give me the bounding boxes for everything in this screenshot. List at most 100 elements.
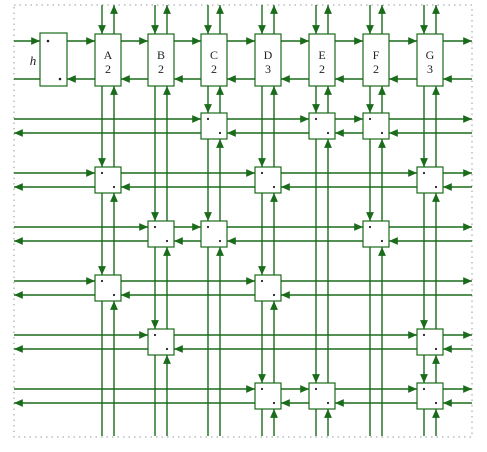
- h-label: h: [30, 53, 37, 68]
- junction-dot: [100, 279, 104, 283]
- column-box-d: D3: [254, 33, 282, 87]
- column-box-frame: [147, 33, 175, 87]
- junction-dot: [153, 333, 157, 337]
- junction-dot: [272, 401, 276, 405]
- junction-box: [416, 328, 444, 356]
- junction-box: [254, 166, 282, 194]
- dotted-frame: [13, 4, 473, 438]
- junction-box: [308, 382, 336, 410]
- junction-dot: [165, 239, 169, 243]
- column-letter: D: [264, 48, 273, 62]
- h-box: h: [30, 32, 68, 87]
- junction-dot: [218, 131, 222, 135]
- column-box-frame: [200, 33, 228, 87]
- junction-box: [200, 220, 228, 248]
- junction-dot: [422, 387, 426, 391]
- column-value: 3: [265, 62, 271, 76]
- junction-frame: [416, 166, 444, 194]
- column-box-f: F2: [362, 33, 390, 87]
- junction-dot: [380, 239, 384, 243]
- junction-box: [308, 112, 336, 140]
- junction-dot: [326, 401, 330, 405]
- column-value: 3: [427, 62, 433, 76]
- column-letter: B: [157, 48, 165, 62]
- junction-dot: [100, 171, 104, 175]
- junction-frame: [416, 328, 444, 356]
- junction-frame: [147, 220, 175, 248]
- junction-frame: [308, 112, 336, 140]
- junction-frame: [254, 274, 282, 302]
- junction-frame: [416, 382, 444, 410]
- junction-dot: [260, 387, 264, 391]
- junction-dot: [206, 117, 210, 121]
- junction-frame: [94, 166, 122, 194]
- column-box-frame: [308, 33, 336, 87]
- junction-dot: [422, 171, 426, 175]
- junction-box: [254, 274, 282, 302]
- junction-box: [147, 220, 175, 248]
- junction-dot: [314, 117, 318, 121]
- junction-box: [362, 112, 390, 140]
- junction-dot: [272, 185, 276, 189]
- column-letter: E: [318, 48, 325, 62]
- column-box-frame: [254, 33, 282, 87]
- junction-dot: [260, 171, 264, 175]
- column-letter: G: [426, 48, 435, 62]
- junction-box: [416, 382, 444, 410]
- junction-dot: [434, 185, 438, 189]
- junction-dot: [422, 333, 426, 337]
- junction-box: [94, 274, 122, 302]
- junction-dot: [112, 185, 116, 189]
- junction-dot: [434, 401, 438, 405]
- column-box-frame: [94, 33, 122, 87]
- junction-dot: [112, 293, 116, 297]
- junction-frame: [362, 112, 390, 140]
- junction-frame: [200, 220, 228, 248]
- h-box-dot-bottom: [58, 77, 62, 81]
- junction-box: [147, 328, 175, 356]
- junction-dot: [326, 131, 330, 135]
- junction-dot: [218, 239, 222, 243]
- junction-box: [200, 112, 228, 140]
- horizontal-wires: [14, 37, 472, 407]
- column-value: 2: [105, 62, 111, 76]
- junction-frame: [94, 274, 122, 302]
- junction-box: [362, 220, 390, 248]
- column-box-b: B2: [147, 33, 175, 87]
- junction-dot: [272, 293, 276, 297]
- column-box-c: C2: [200, 33, 228, 87]
- junction-boxes: [94, 112, 444, 410]
- column-value: 2: [211, 62, 217, 76]
- junction-dot: [368, 117, 372, 121]
- junction-frame: [254, 382, 282, 410]
- junction-dot: [260, 279, 264, 283]
- junction-frame: [308, 382, 336, 410]
- column-box-e: E2: [308, 33, 336, 87]
- junction-frame: [254, 166, 282, 194]
- junction-box: [254, 382, 282, 410]
- junction-dot: [434, 347, 438, 351]
- column-value: 2: [373, 62, 379, 76]
- vertical-wires: [98, 5, 440, 436]
- h-register-box: [39, 32, 68, 87]
- junction-frame: [147, 328, 175, 356]
- column-box-frame: [362, 33, 390, 87]
- junction-dot: [368, 225, 372, 229]
- junction-frame: [362, 220, 390, 248]
- junction-dot: [380, 131, 384, 135]
- column-value: 2: [158, 62, 164, 76]
- junction-box: [416, 166, 444, 194]
- column-box-frame: [416, 33, 444, 87]
- column-letter: C: [210, 48, 218, 62]
- column-letter: F: [373, 48, 380, 62]
- column-value: 2: [319, 62, 325, 76]
- column-box-g: G3: [416, 33, 444, 87]
- junction-dot: [165, 347, 169, 351]
- junction-frame: [200, 112, 228, 140]
- column-box-a: A2: [94, 33, 122, 87]
- junction-dot: [314, 387, 318, 391]
- junction-dot: [206, 225, 210, 229]
- h-box-dot-top: [46, 39, 50, 43]
